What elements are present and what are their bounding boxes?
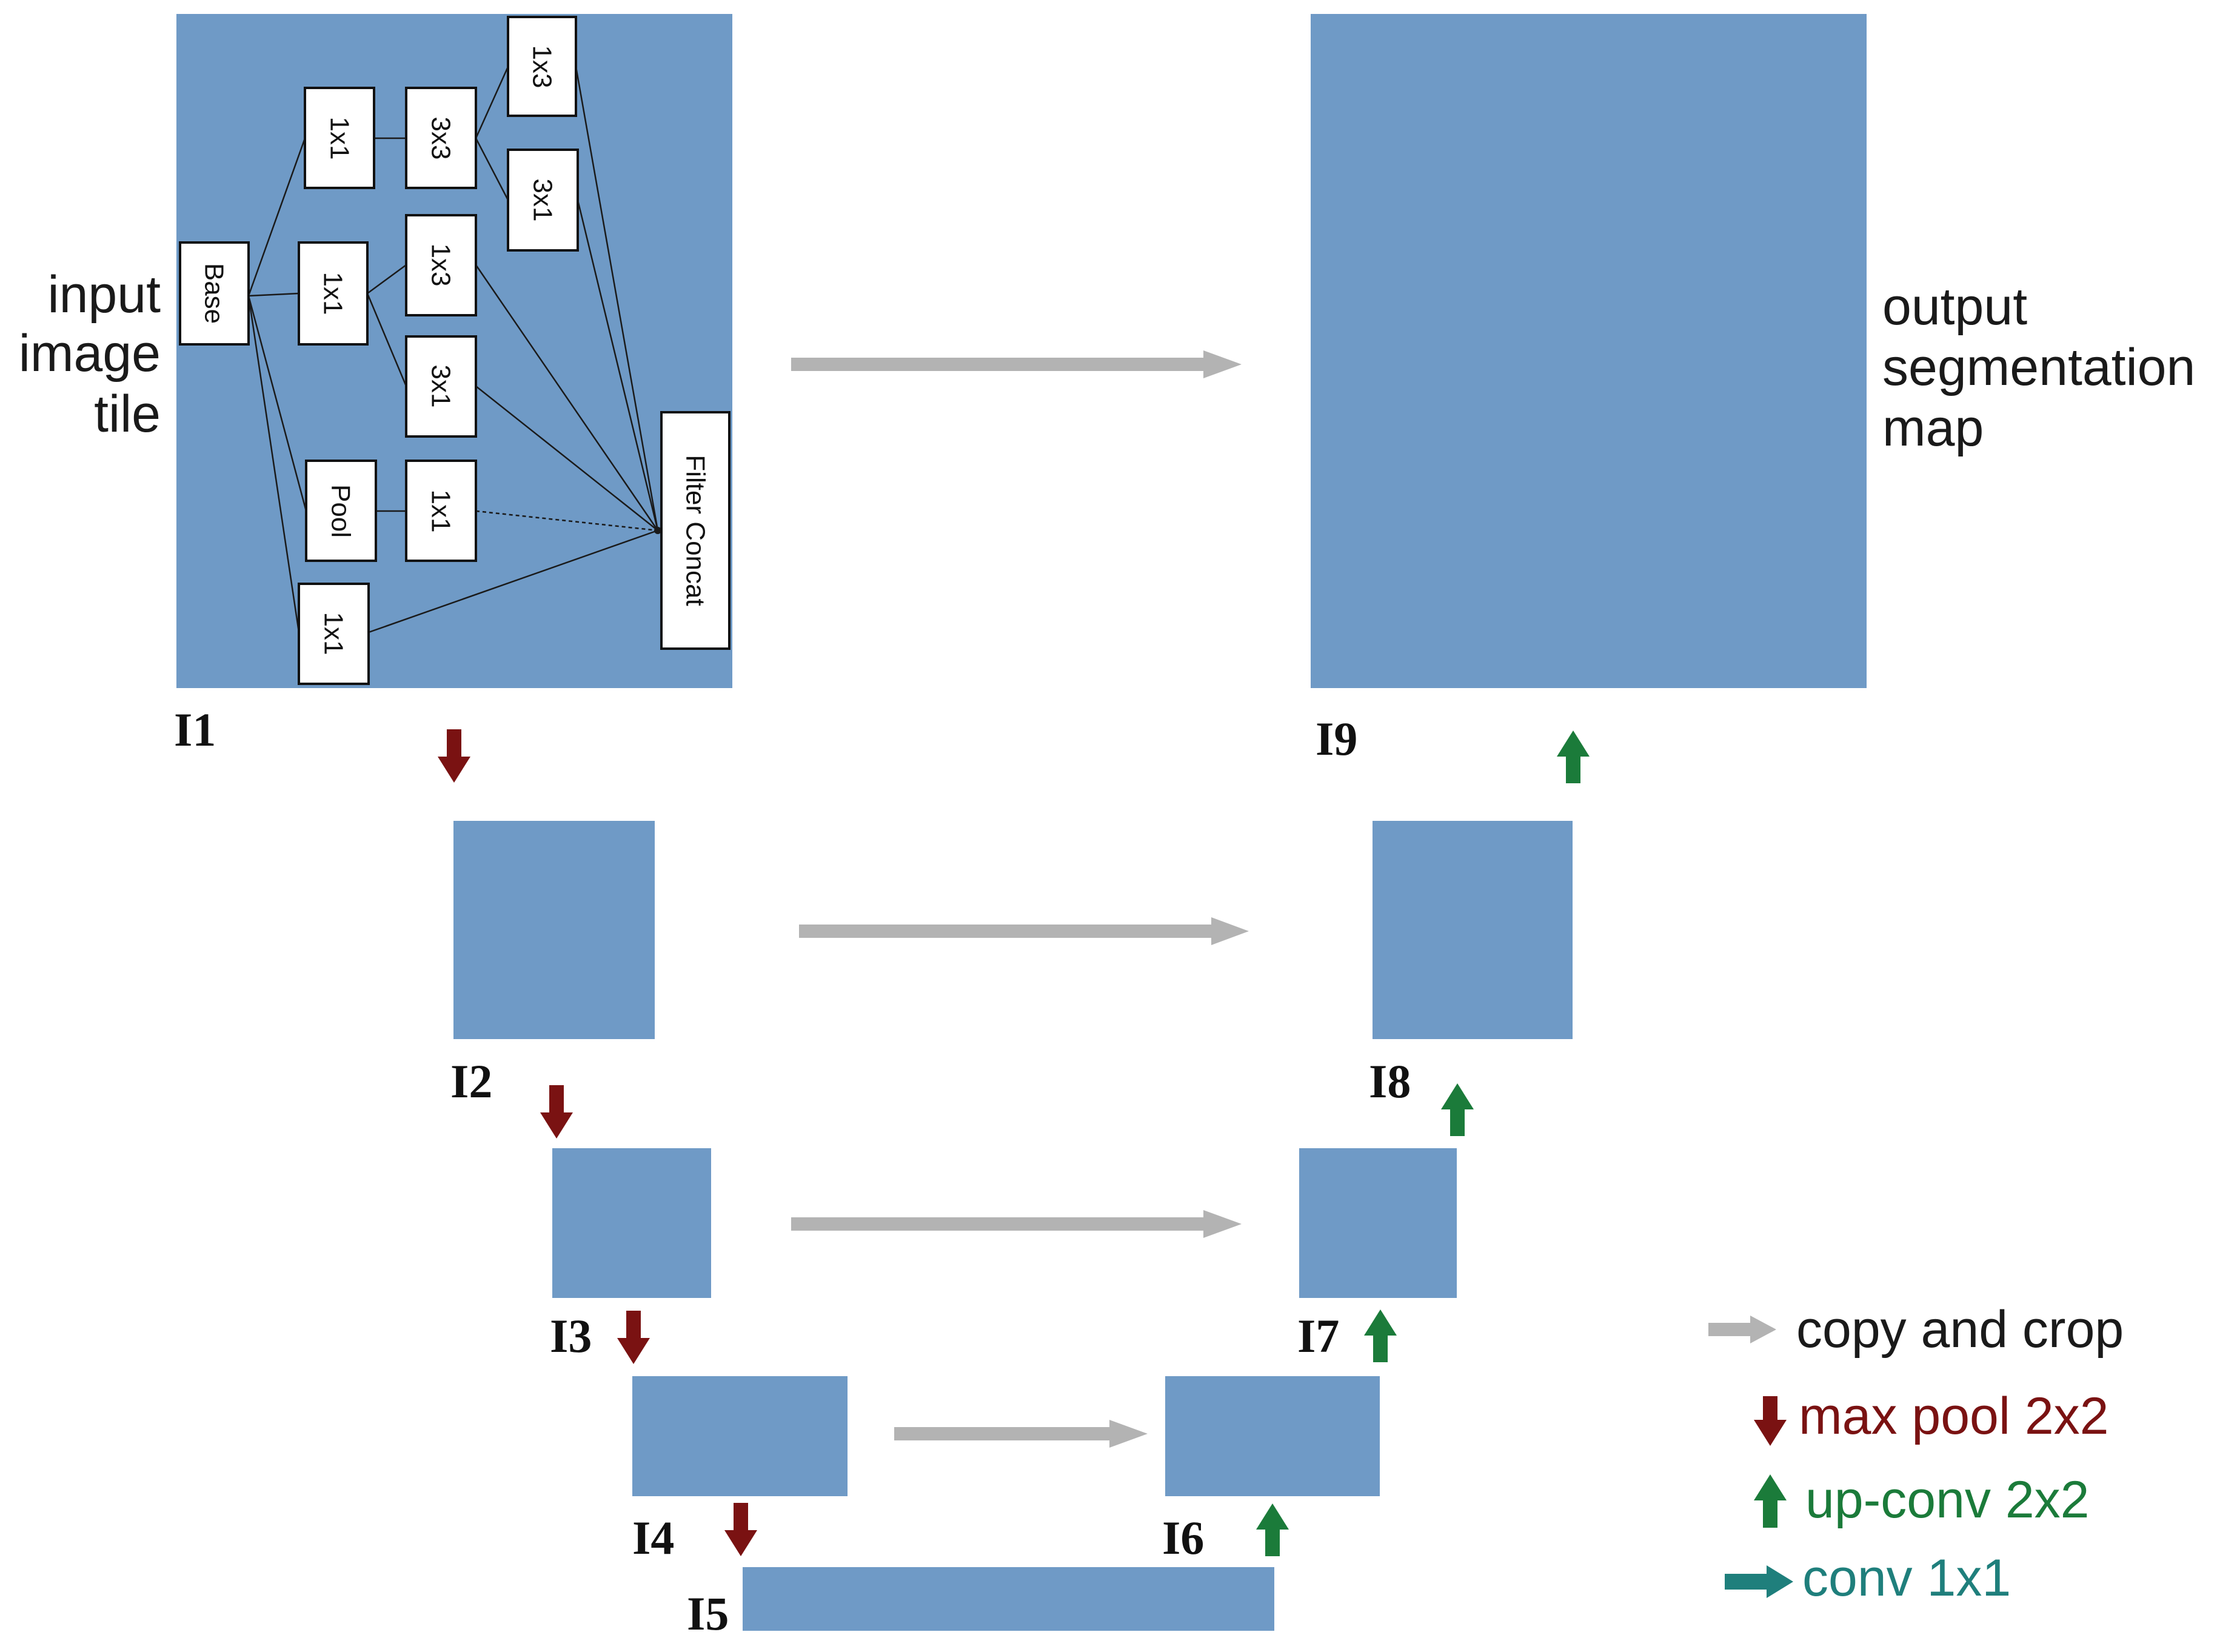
upconv-arrow-i8-i9 <box>1557 731 1590 783</box>
inception-pool-label: Pool <box>326 484 356 538</box>
legend-conv: conv 1x1 <box>1725 1549 2011 1607</box>
output-label-line-2: segmentation <box>1882 338 2195 396</box>
block-label-i9: I9 <box>1316 712 1357 765</box>
legend-copy-label: copy and crop <box>1796 1300 2124 1359</box>
block-label-i8: I8 <box>1369 1055 1411 1108</box>
inception-box-3x1-b <box>405 335 477 438</box>
copy-arrows <box>791 350 1249 1448</box>
inception-base-label: Base <box>199 263 229 324</box>
legend-pool: max pool 2x2 <box>1754 1387 2109 1446</box>
block-label-i1: I1 <box>174 703 216 756</box>
upconv-arrow-i7-i8 <box>1441 1083 1474 1136</box>
block-label-i2: I2 <box>450 1055 492 1108</box>
pool-arrow-i3-i4 <box>617 1311 650 1364</box>
inception-1x1-b-label: 1x1 <box>318 272 348 315</box>
inception-box-1x1-c <box>405 460 477 562</box>
block-i8 <box>1373 821 1573 1039</box>
copy-arrow-i4-i6 <box>894 1420 1148 1448</box>
block-label-i3: I3 <box>550 1309 592 1362</box>
input-label-line-2: image <box>19 324 161 383</box>
inception-box-1x3-b <box>405 214 477 316</box>
inception-concat-box <box>660 411 731 650</box>
input-label: input image tile <box>19 266 161 443</box>
block-label-i6: I6 <box>1162 1511 1204 1564</box>
legend-upconv: up-conv 2x2 <box>1754 1471 2090 1529</box>
output-label-line-1: output <box>1882 278 2027 336</box>
block-i2 <box>453 821 655 1039</box>
inception-box-1x1-d <box>298 583 370 685</box>
inception-concat-label: Filter Concat <box>681 455 711 606</box>
inception-box-1x1-b <box>298 241 369 346</box>
block-i6 <box>1165 1376 1380 1496</box>
inception-box-3x3 <box>405 87 477 189</box>
inception-box-1x3-a <box>507 16 577 117</box>
block-labels: I1 I2 I3 I4 I5 I6 I7 I8 I9 <box>174 703 1411 1640</box>
legend-copy-arrow-icon <box>1708 1316 1776 1343</box>
input-label-line-1: input <box>48 266 161 324</box>
inception-3x1-b-label: 3x1 <box>426 365 456 408</box>
input-label-line-3: tile <box>94 385 161 443</box>
inception-3x3-label: 3x3 <box>426 117 456 160</box>
inception-1x3-b-label: 1x3 <box>426 244 456 287</box>
inception-module: Base 1x1 3x3 1x3 3x1 1x1 1x3 3x1 Pool 1x… <box>179 16 731 685</box>
copy-arrow-i3-i7 <box>791 1210 1242 1238</box>
copy-arrow-i1-i9 <box>791 350 1242 378</box>
block-label-i4: I4 <box>632 1511 674 1564</box>
legend-upconv-arrow-icon <box>1754 1474 1787 1528</box>
legend-conv-arrow-icon <box>1725 1565 1793 1598</box>
inception-1x3-a-label: 1x3 <box>527 45 557 89</box>
block-i5 <box>743 1567 1274 1631</box>
output-label: output segmentation map <box>1882 278 2195 457</box>
pool-arrows <box>438 729 757 1556</box>
copy-arrow-i2-i8 <box>799 917 1249 945</box>
block-label-i7: I7 <box>1297 1309 1339 1362</box>
upconv-arrows <box>1256 731 1590 1556</box>
inception-box-1x1-a <box>304 87 375 189</box>
legend-upconv-label: up-conv 2x2 <box>1805 1471 2090 1529</box>
inception-1x1-d-label: 1x1 <box>319 612 349 655</box>
pool-arrow-i2-i3 <box>540 1085 573 1139</box>
block-i7 <box>1299 1148 1457 1298</box>
upconv-arrow-i5-i6 <box>1256 1503 1289 1556</box>
inception-1x1-c-label: 1x1 <box>426 490 456 533</box>
inception-base-box <box>179 241 250 346</box>
legend-pool-label: max pool 2x2 <box>1799 1387 2109 1445</box>
legend: copy and crop max pool 2x2 up-conv 2x2 c… <box>1708 1300 2124 1607</box>
inception-3x1-a-label: 3x1 <box>528 179 558 222</box>
legend-conv-label: conv 1x1 <box>1802 1549 2011 1607</box>
block-i9 <box>1311 14 1867 688</box>
upconv-arrow-i6-i7 <box>1364 1309 1397 1362</box>
legend-pool-arrow-icon <box>1754 1396 1787 1446</box>
block-i4 <box>632 1376 848 1496</box>
pool-arrow-i1-i2 <box>438 729 470 783</box>
output-label-line-3: map <box>1882 399 1984 457</box>
inception-1x1-a-label: 1x1 <box>325 117 355 160</box>
block-label-i5: I5 <box>687 1587 729 1640</box>
inception-box-3x1-a <box>507 149 579 252</box>
inception-pool-box <box>305 460 377 562</box>
block-i3 <box>552 1148 711 1298</box>
legend-copy: copy and crop <box>1708 1300 2124 1359</box>
pool-arrow-i4-i5 <box>724 1503 757 1556</box>
